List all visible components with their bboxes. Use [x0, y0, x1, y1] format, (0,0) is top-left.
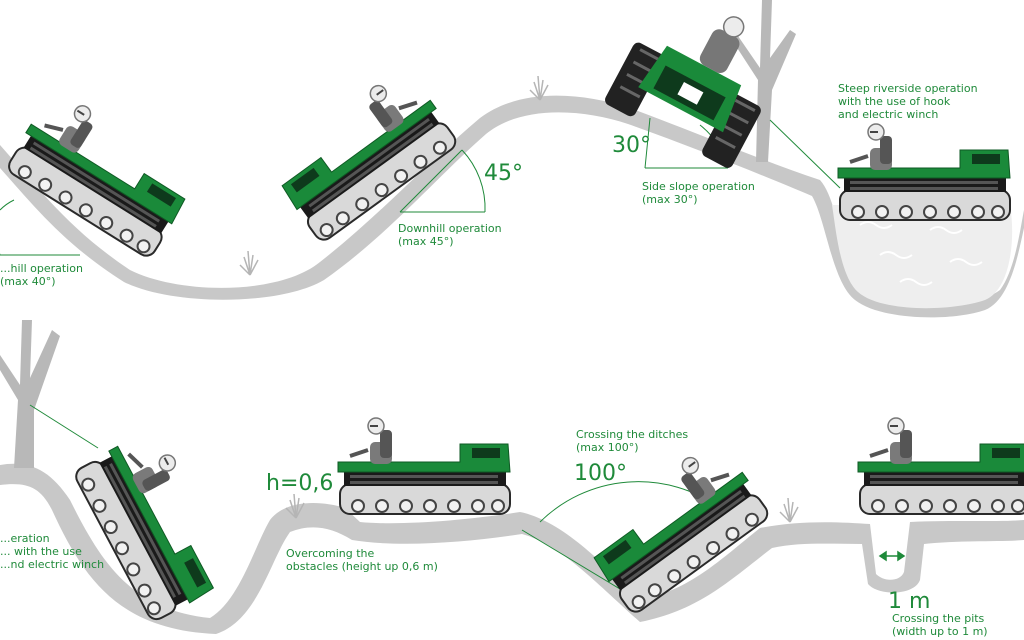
label-winch-operation: ...eration ... with the use ...nd electr… [0, 532, 105, 571]
downhill-angle-marker [399, 149, 486, 213]
tree-top-right [732, 0, 796, 162]
grass-tuft [239, 250, 259, 276]
bottom-winch-cable [29, 404, 99, 449]
vehicle-side-slope [605, 16, 761, 168]
side-angle-value: 30° [612, 133, 651, 158]
label-side-slope-operation: Side slope operation (max 30°) [642, 180, 755, 206]
terrain-top [0, 95, 1024, 318]
tree-bottom-left [0, 320, 60, 468]
terrain-bottom [0, 463, 1024, 634]
vehicle-winch-climb [72, 426, 238, 623]
vehicle-downhill [265, 65, 461, 244]
label-overcoming-obstacles: Overcoming the obstacles (height up 0,6 … [286, 547, 438, 573]
water [832, 205, 1013, 309]
vehicle-obstacle [336, 416, 512, 516]
uphill-angle-marker [0, 199, 80, 256]
label-crossing-pits: Crossing the pits (width up to 1 m) [892, 612, 988, 638]
label-downhill-operation: Downhill operation (max 45°) [398, 222, 502, 248]
pit-width-value: 1 m [888, 589, 931, 614]
label-uphill-operation: ...hill operation (max 40°) [0, 262, 83, 288]
riverside-winch-cable [769, 119, 841, 189]
vehicle-pit [856, 416, 1024, 516]
obstacle-height-value: h=0,6 [266, 471, 334, 496]
label-crossing-ditches: Crossing the ditches (max 100°) [576, 428, 689, 454]
grass-tuft [779, 497, 799, 523]
label-riverside-operation: Steep riverside operation with the use o… [838, 82, 978, 121]
pit-width-marker [878, 550, 906, 562]
downhill-angle-value: 45° [484, 161, 523, 186]
ditch-angle-value: 100° [574, 461, 627, 486]
vehicle-uphill [1, 84, 203, 262]
vehicle-riverside [836, 122, 1012, 222]
